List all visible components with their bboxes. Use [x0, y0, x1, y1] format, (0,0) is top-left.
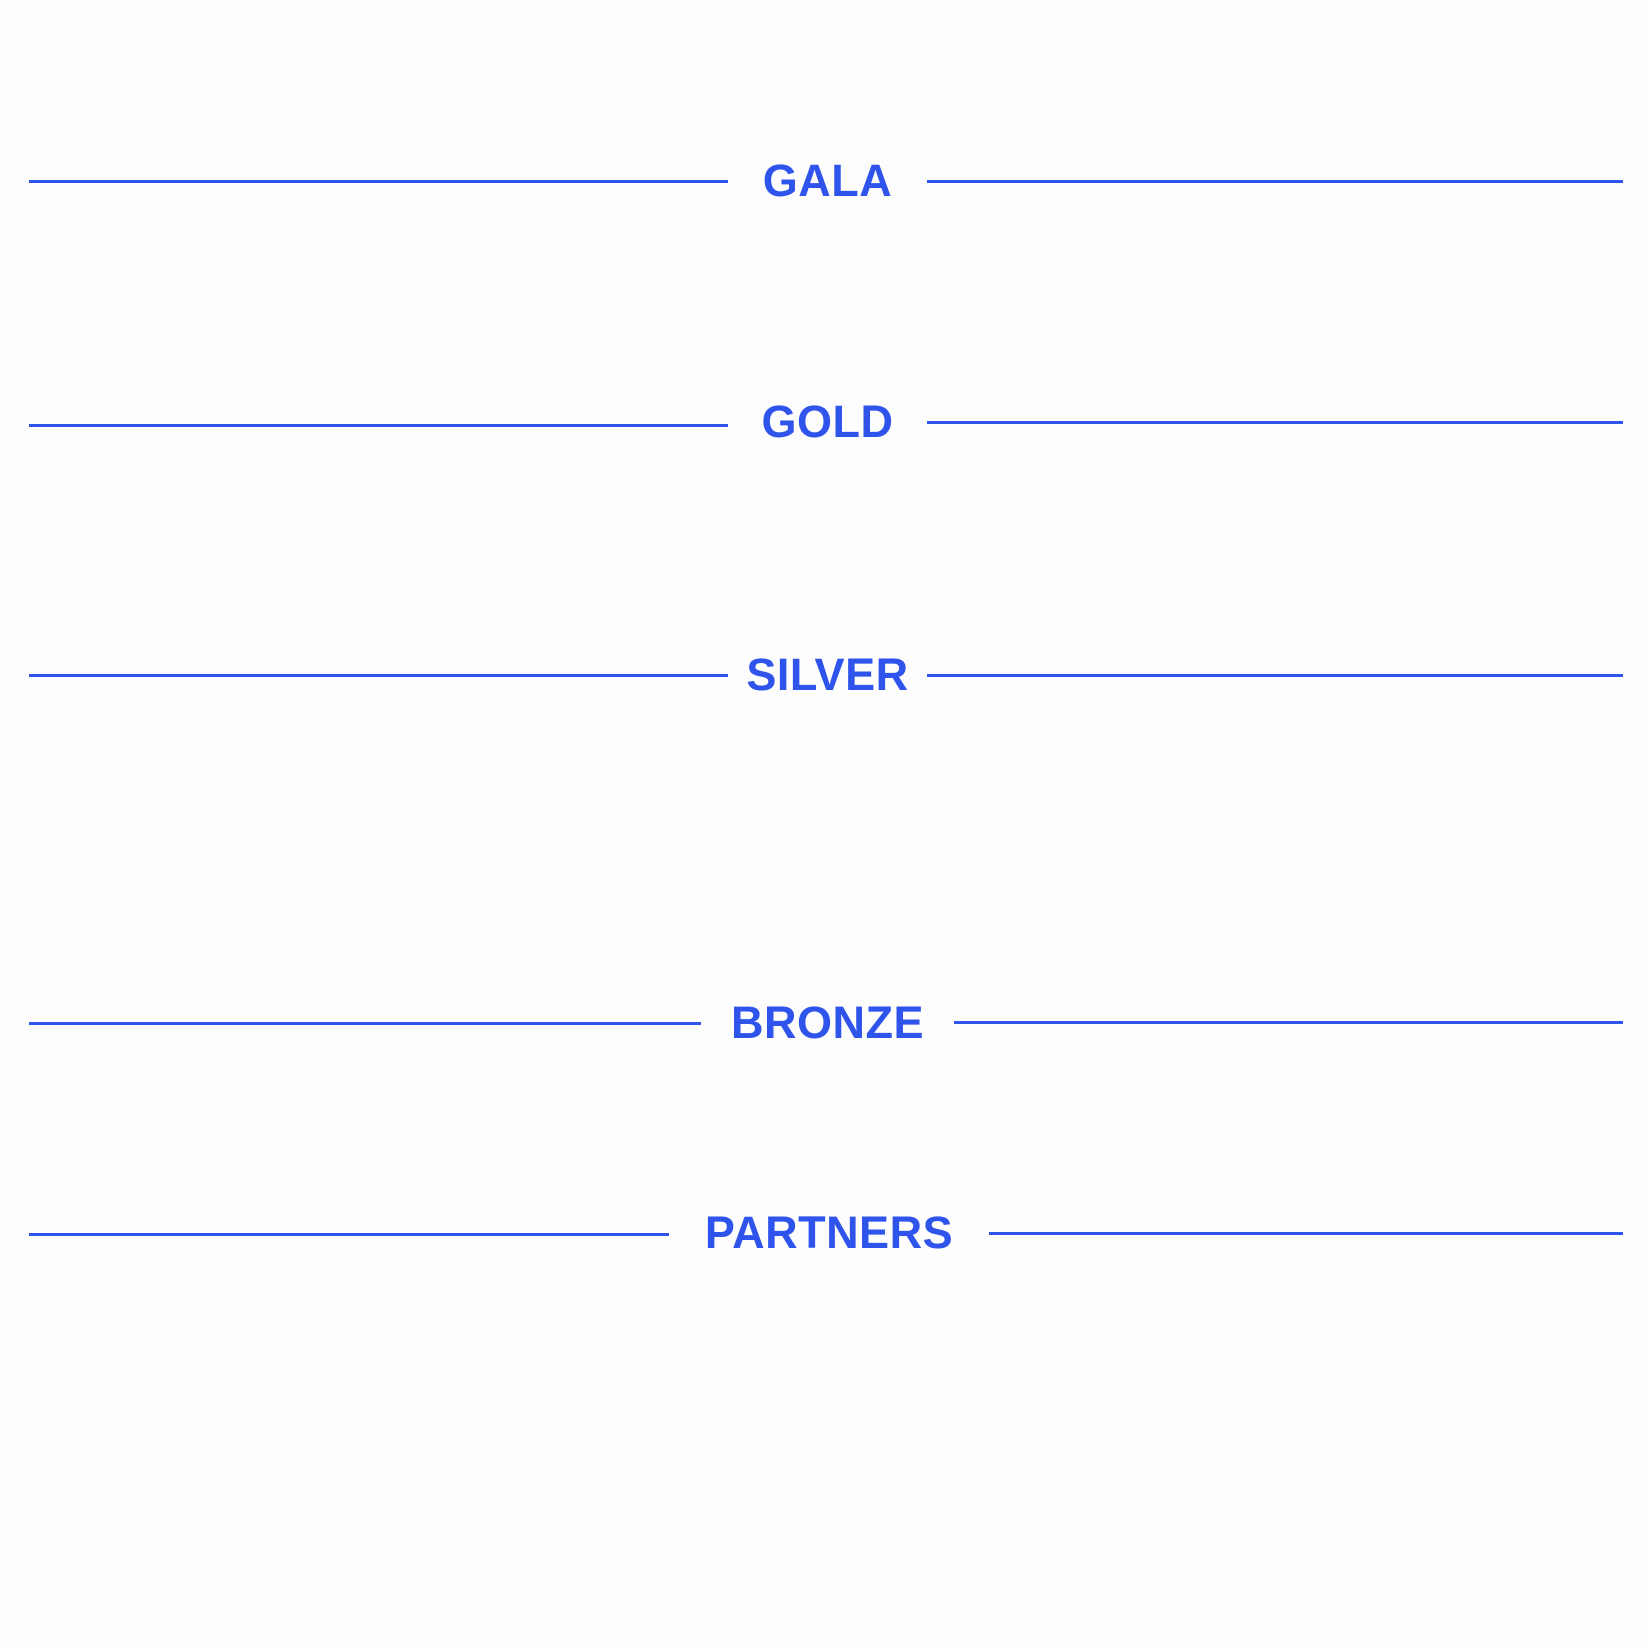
tier-gold-section: GOLD	[0, 392, 1650, 452]
divider-line-right	[954, 1021, 1623, 1024]
tier-heading-partners: PARTNERS	[704, 1207, 954, 1258]
divider-line-left	[29, 424, 728, 427]
divider-line-right	[989, 1232, 1623, 1235]
divider-line-left	[29, 1233, 669, 1236]
divider-line-right	[927, 421, 1623, 424]
tier-gala-section: GALA	[0, 151, 1650, 211]
tier-heading-silver: SILVER	[746, 649, 909, 700]
divider-line-left	[29, 1022, 701, 1025]
tier-heading-gala: GALA	[762, 155, 893, 206]
tier-heading-gold: GOLD	[761, 396, 894, 447]
divider-line-left	[29, 674, 728, 677]
tier-heading-bronze: BRONZE	[731, 997, 924, 1048]
divider-line-left	[29, 180, 728, 183]
tier-partners-section: PARTNERS	[0, 1203, 1650, 1263]
tier-silver-section: SILVER	[0, 645, 1650, 705]
divider-line-right	[927, 674, 1623, 677]
tier-bronze-section: BRONZE	[0, 993, 1650, 1053]
divider-line-right	[927, 180, 1623, 183]
